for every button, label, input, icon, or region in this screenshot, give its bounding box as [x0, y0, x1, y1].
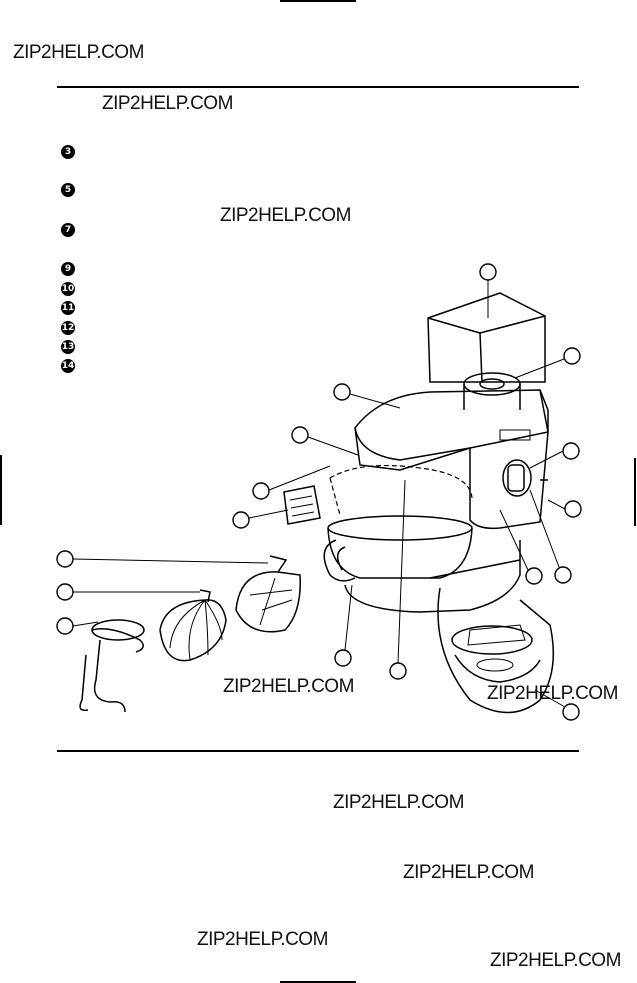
- flat-beater: [235, 555, 301, 633]
- mixer-body: [469, 431, 549, 530]
- pouring-shield: [283, 485, 321, 525]
- watermark-2: ZIP2HELP.COM: [102, 93, 233, 114]
- top-edge-mark: [280, 0, 356, 2]
- watermark-5: ZIP2HELP.COM: [487, 683, 618, 704]
- bullet-11: 11: [61, 301, 75, 315]
- watermark-3: ZIP2HELP.COM: [220, 205, 351, 226]
- header-rule: [57, 86, 579, 88]
- mixer-base: [344, 540, 521, 613]
- bullet-5: 5: [61, 183, 75, 197]
- bullet-12: 12: [61, 321, 75, 335]
- watermark-1: ZIP2HELP.COM: [13, 42, 144, 63]
- callout-circles: [56, 263, 582, 721]
- section-rule: [57, 750, 579, 752]
- watermark-7: ZIP2HELP.COM: [403, 862, 534, 883]
- bullet-9: 9: [61, 262, 75, 276]
- watermark-4: ZIP2HELP.COM: [223, 676, 354, 697]
- bullet-13: 13: [61, 340, 75, 354]
- watermark-8: ZIP2HELP.COM: [197, 929, 328, 950]
- dough-hook: [79, 619, 145, 713]
- left-edge-mark: [0, 455, 2, 525]
- mixer-head: [354, 389, 549, 471]
- bullet-10: 10: [61, 282, 75, 296]
- balloon-whisk: [159, 589, 227, 662]
- stand-mixer-diagram: [56, 263, 582, 721]
- bullet-14: 14: [61, 359, 75, 373]
- bullet-7: 7: [61, 223, 75, 237]
- inset-detail: [437, 587, 555, 714]
- mixer-top-cover: [427, 292, 546, 383]
- right-edge-mark: [634, 458, 636, 526]
- bottom-edge-mark: [280, 981, 356, 983]
- bullet-3: 3: [61, 145, 75, 159]
- watermark-9: ZIP2HELP.COM: [490, 950, 621, 971]
- splash-guard: [329, 464, 473, 516]
- mixing-bowl: [323, 515, 473, 582]
- power-hub: [463, 372, 521, 410]
- watermark-6: ZIP2HELP.COM: [333, 792, 464, 813]
